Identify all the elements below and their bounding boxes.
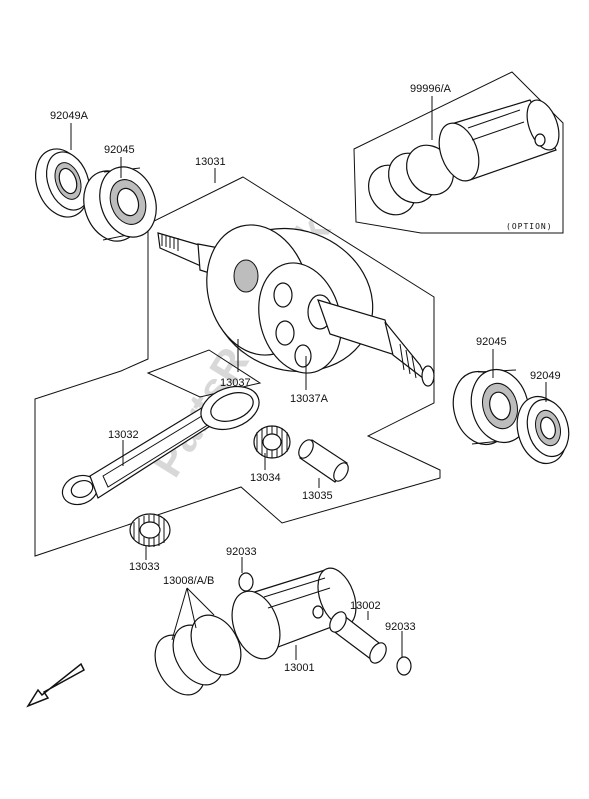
- crankshaft-13031: [157, 224, 435, 387]
- label-92049: 92049: [530, 370, 561, 382]
- front-arrow-icon: [26, 662, 85, 708]
- piston-pin-13002: [329, 611, 387, 664]
- label-92033-right: 92033: [385, 621, 416, 633]
- ball-bearing-92045-top: [83, 166, 157, 242]
- label-13037a: 13037A: [290, 393, 329, 405]
- option-piston: [438, 99, 560, 182]
- label-option: (OPTION): [506, 222, 553, 231]
- label-92049a: 92049A: [50, 110, 89, 122]
- label-13031: 13031: [195, 156, 226, 168]
- circlip-92033-right: [396, 656, 412, 676]
- oil-seal-92049a: [35, 148, 91, 218]
- label-92045-right: 92045: [476, 336, 507, 348]
- label-13032: 13032: [108, 429, 139, 441]
- label-13034: 13034: [250, 472, 281, 484]
- conrod-subgroup-box: [146, 349, 262, 398]
- label-13033: 13033: [129, 561, 160, 573]
- crank-pin-13035: [298, 439, 349, 483]
- option-piston-box: [353, 71, 564, 234]
- circlip-92033-top: [238, 572, 254, 592]
- needle-bearing-13034: [253, 425, 291, 459]
- label-13001: 13001: [284, 662, 315, 674]
- label-99996a: 99996/A: [410, 83, 452, 95]
- leader-lines: [70, 96, 547, 660]
- label-13037: 13037: [220, 377, 251, 389]
- ball-bearing-92045-right: [452, 368, 530, 446]
- label-92045-top: 92045: [104, 144, 135, 156]
- piston-13001: [231, 567, 357, 660]
- connecting-rod-13032: [61, 385, 260, 506]
- label-13008: 13008/A/B: [163, 575, 214, 587]
- label-13035: 13035: [302, 490, 333, 502]
- label-13002: 13002: [350, 600, 381, 612]
- crankshaft-group-box: [34, 176, 441, 557]
- oil-seal-92049: [516, 395, 570, 465]
- piston-rings-13008: [154, 614, 242, 696]
- label-92033-top: 92033: [226, 546, 257, 558]
- needle-bearing-13033: [129, 513, 171, 547]
